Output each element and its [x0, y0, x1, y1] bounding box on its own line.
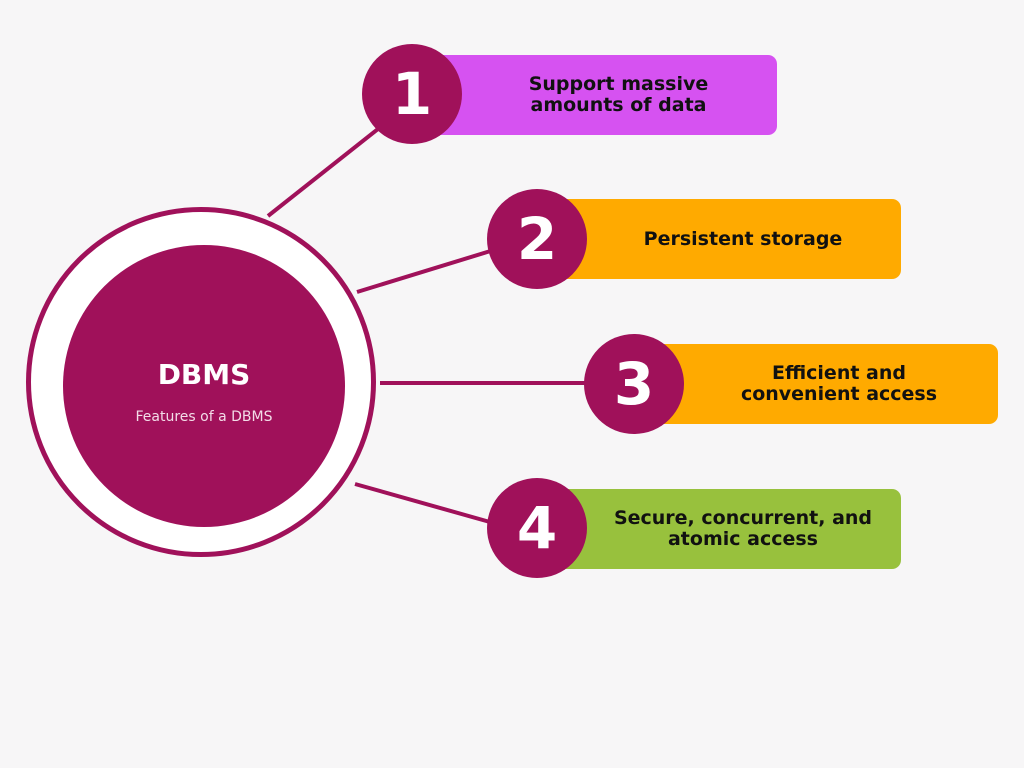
connector-line-1	[266, 123, 385, 218]
feature-number-1: 1	[391, 60, 433, 128]
connector-line-2	[356, 247, 498, 294]
feature-number-badge-3: 3	[584, 334, 684, 434]
hub-title: DBMS	[157, 358, 251, 391]
feature-text-2: Persistent storage	[643, 227, 843, 250]
feature-number-2: 2	[516, 205, 558, 273]
feature-number-4: 4	[516, 494, 558, 562]
feature-text-3: Efficient and convenient access	[740, 362, 938, 405]
feature-number-badge-1: 1	[362, 44, 462, 144]
feature-card-4: Secure, concurrent, and atomic access	[545, 489, 901, 569]
feature-number-3: 3	[613, 350, 655, 418]
hub-circle: DBMS Features of a DBMS	[63, 245, 345, 527]
hub-subtitle: Features of a DBMS	[135, 409, 273, 425]
feature-card-3: Efficient and convenient access	[640, 344, 998, 424]
connector-line-4	[354, 482, 498, 526]
feature-text-1: Support massive amounts of data	[528, 73, 709, 116]
feature-card-2: Persistent storage	[545, 199, 901, 279]
feature-card-1: Support massive amounts of data	[420, 55, 777, 135]
feature-number-badge-4: 4	[487, 478, 587, 578]
feature-text-4: Secure, concurrent, and atomic access	[613, 507, 873, 550]
feature-number-badge-2: 2	[487, 189, 587, 289]
